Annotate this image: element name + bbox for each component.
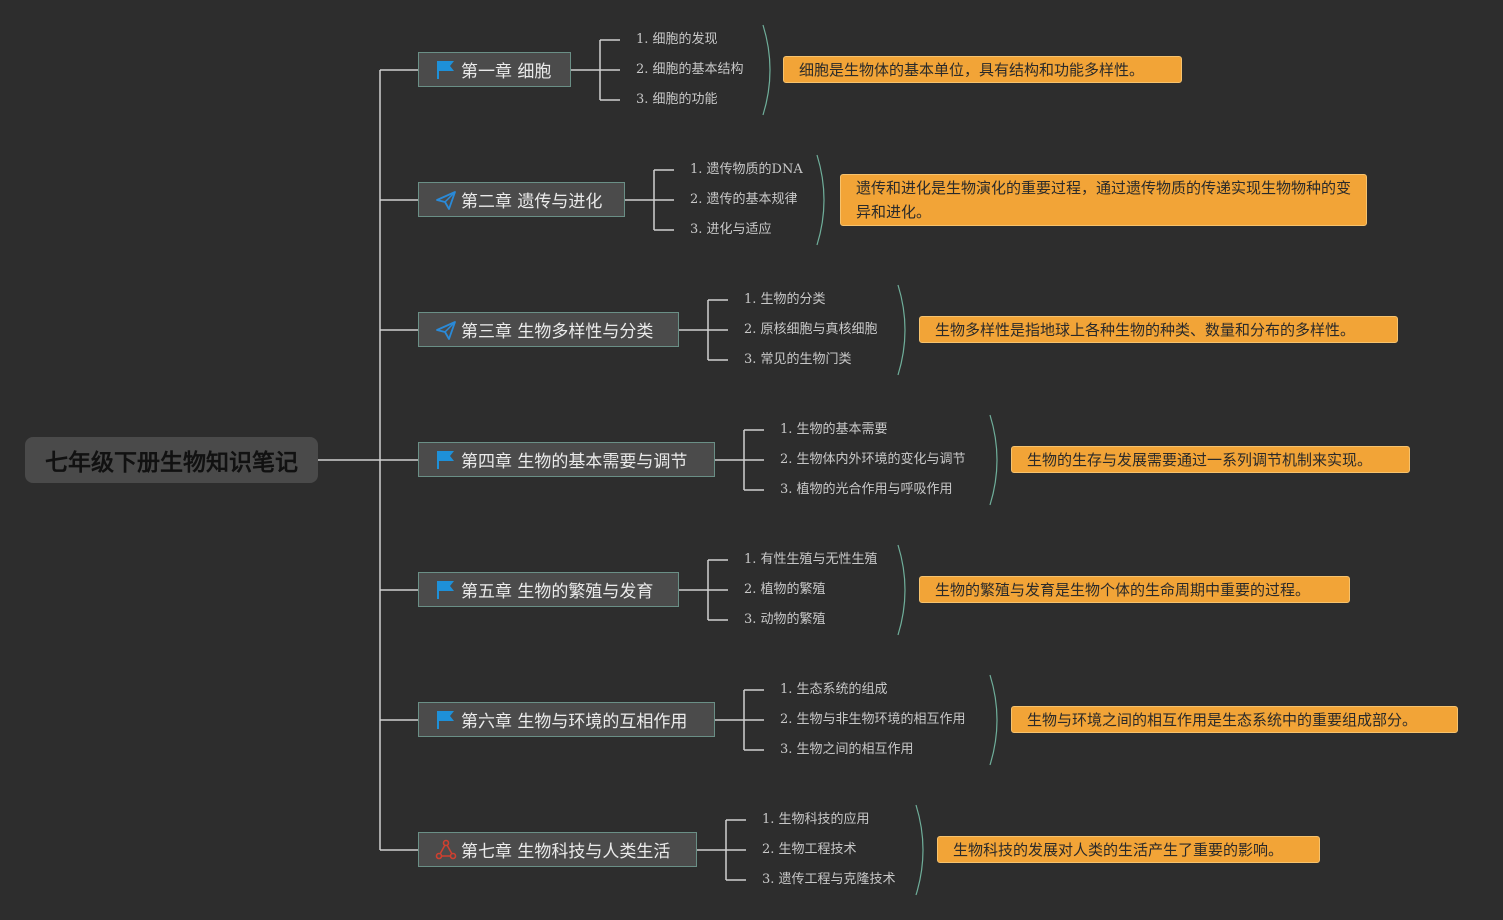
chapter-5[interactable]: 第五章 生物的繁殖与发育 — [418, 572, 679, 607]
flag-icon — [435, 709, 457, 731]
chapter-title: 第三章 生物多样性与分类 — [461, 322, 654, 342]
summary-text: 生物的繁殖与发育是生物个体的生命周期中重要的过程。 — [935, 581, 1311, 599]
chapter-item[interactable]: 3. 细胞的功能 — [636, 92, 718, 107]
root-topic[interactable]: 七年级下册生物知识笔记 — [25, 437, 318, 483]
chapter-title: 第五章 生物的繁殖与发育 — [461, 582, 654, 602]
summary-text: 生物与环境之间的相互作用是生态系统中的重要组成部分。 — [1027, 711, 1418, 729]
chapter-item[interactable]: 1. 生物科技的应用 — [762, 812, 870, 827]
summary-text: 生物多样性是指地球上各种生物的种类、数量和分布的多样性。 — [935, 321, 1356, 339]
paper-plane-icon — [435, 189, 457, 211]
chapter-title: 第一章 细胞 — [461, 62, 552, 82]
chapter-item[interactable]: 1. 遗传物质的DNA — [690, 162, 803, 177]
chapter-1[interactable]: 第一章 细胞 — [418, 52, 571, 87]
chapter-item[interactable]: 2. 生物与非生物环境的相互作用 — [780, 712, 966, 727]
summary-brace — [989, 674, 998, 766]
flag-icon — [435, 579, 457, 601]
chapter-title: 第七章 生物科技与人类生活 — [461, 842, 671, 862]
chapter-item[interactable]: 2. 生物体内外环境的变化与调节 — [780, 452, 966, 467]
summary-text: 生物科技的发展对人类的生活产生了重要的影响。 — [953, 841, 1284, 859]
chapter-title: 第四章 生物的基本需要与调节 — [461, 452, 688, 472]
flag-icon — [435, 59, 457, 81]
chapter-item[interactable]: 2. 细胞的基本结构 — [636, 62, 744, 77]
summary-brace — [816, 154, 825, 246]
chapter-summary[interactable]: 生物科技的发展对人类的生活产生了重要的影响。 — [937, 836, 1320, 863]
chapter-summary[interactable]: 生物的生存与发展需要通过一系列调节机制来实现。 — [1011, 446, 1410, 473]
chapter-summary[interactable]: 生物与环境之间的相互作用是生态系统中的重要组成部分。 — [1011, 706, 1458, 733]
summary-text: 细胞是生物体的基本单位，具有结构和功能多样性。 — [799, 61, 1145, 79]
summary-brace — [915, 804, 924, 896]
chapter-item[interactable]: 1. 有性生殖与无性生殖 — [744, 552, 878, 567]
chapter-title: 第六章 生物与环境的互相作用 — [461, 712, 688, 732]
summary-brace — [897, 544, 906, 636]
chapter-item[interactable]: 1. 细胞的发现 — [636, 32, 718, 47]
chapter-item[interactable]: 3. 遗传工程与克隆技术 — [762, 872, 896, 887]
chapter-title: 第二章 遗传与进化 — [461, 192, 603, 212]
chapter-summary[interactable]: 细胞是生物体的基本单位，具有结构和功能多样性。 — [783, 56, 1182, 83]
chapter-7[interactable]: 第七章 生物科技与人类生活 — [418, 832, 697, 867]
chapter-item[interactable]: 1. 生物的基本需要 — [780, 422, 888, 437]
root-title: 七年级下册生物知识笔记 — [45, 450, 298, 476]
chapter-summary[interactable]: 遗传和进化是生物演化的重要过程，通过遗传物质的传递实现生物物种的变异和进化。 — [840, 174, 1367, 226]
summary-brace — [897, 284, 906, 376]
chapter-item[interactable]: 3. 生物之间的相互作用 — [780, 742, 914, 757]
chapter-item[interactable]: 3. 植物的光合作用与呼吸作用 — [780, 482, 953, 497]
summary-brace — [762, 24, 771, 116]
chapter-item[interactable]: 2. 遗传的基本规律 — [690, 192, 798, 207]
chapter-item[interactable]: 2. 生物工程技术 — [762, 842, 857, 857]
chapter-item[interactable]: 1. 生物的分类 — [744, 292, 826, 307]
summary-text: 生物的生存与发展需要通过一系列调节机制来实现。 — [1027, 451, 1373, 469]
chapter-summary[interactable]: 生物的繁殖与发育是生物个体的生命周期中重要的过程。 — [919, 576, 1350, 603]
summary-brace — [989, 414, 998, 506]
chapter-3[interactable]: 第三章 生物多样性与分类 — [418, 312, 679, 347]
chapter-item[interactable]: 3. 进化与适应 — [690, 222, 772, 237]
flag-icon — [435, 449, 457, 471]
paper-plane-icon — [435, 319, 457, 341]
chapter-item[interactable]: 3. 常见的生物门类 — [744, 352, 852, 367]
chapter-item[interactable]: 3. 动物的繁殖 — [744, 612, 826, 627]
chapter-item[interactable]: 1. 生态系统的组成 — [780, 682, 888, 697]
chapter-item[interactable]: 2. 植物的繁殖 — [744, 582, 826, 597]
chapter-6[interactable]: 第六章 生物与环境的互相作用 — [418, 702, 715, 737]
chapter-item[interactable]: 2. 原核细胞与真核细胞 — [744, 322, 878, 337]
chapter-summary[interactable]: 生物多样性是指地球上各种生物的种类、数量和分布的多样性。 — [919, 316, 1398, 343]
chapter-2[interactable]: 第二章 遗传与进化 — [418, 182, 625, 217]
share-nodes-icon — [435, 839, 457, 861]
chapter-4[interactable]: 第四章 生物的基本需要与调节 — [418, 442, 715, 477]
summary-text: 遗传和进化是生物演化的重要过程，通过遗传物质的传递实现生物物种的变异和进化。 — [856, 179, 1352, 221]
